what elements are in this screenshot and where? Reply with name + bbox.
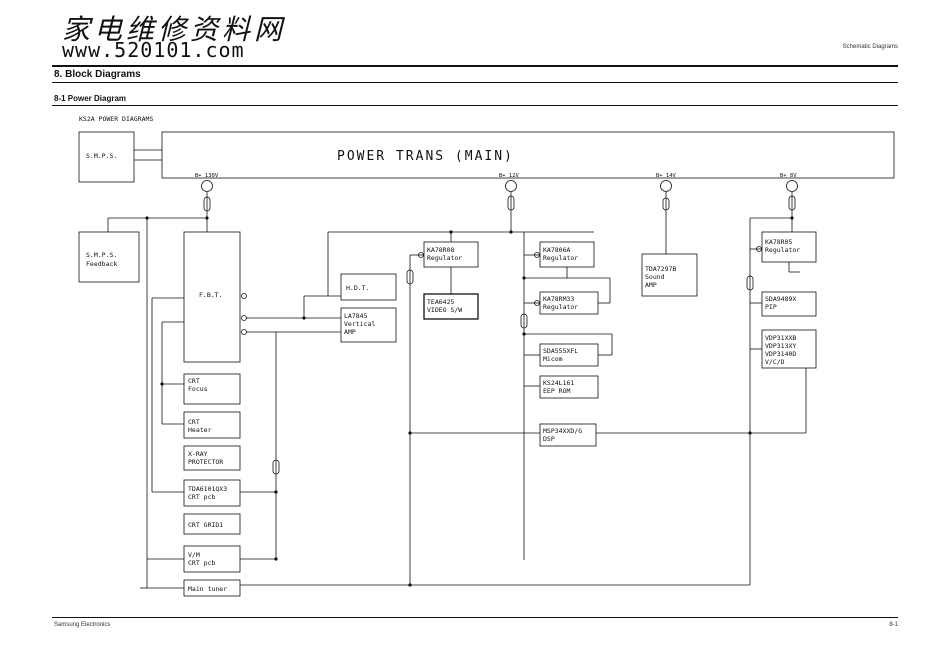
xray-label-1: X-RAY [188,450,208,458]
rail-8v-label: B+ 8V [780,173,797,179]
ka78r08-label-2: Regulator [427,254,462,262]
crt-grid-box [183,513,241,535]
footer-left-label: Samsung Electronics [54,622,111,628]
header-right-label: Schematic Diagrams [842,44,898,50]
smps-label: S.M.P.S. [86,152,117,160]
fbt-box [183,231,241,363]
tuner-label: Main tuner [188,585,227,593]
ka78r08-label-1: KA78R08 [427,246,454,254]
smps-feedback-box [78,231,140,283]
vdp-label-4: V/C/D [765,358,785,366]
subsection-rule [52,105,898,106]
rail-14v-terminal [660,180,672,192]
tda7297-box [641,253,698,297]
watermark-chinese: 家电维修资料网 [62,13,287,46]
vdp-label-1: VDP31XXB [765,334,796,342]
diagram-title: KS2A POWER DIAGRAMS [79,115,153,123]
tda7297-label-3: AMP [645,281,657,289]
tea6425-label-2: VIDEO S/W [427,306,462,314]
la7845-label-2: Vertical [344,320,375,328]
vm-label-2: CRT pcb [188,559,215,567]
crt-focus-box [183,373,241,405]
ka7806-label-1: KA7806A [543,246,570,254]
sda9489-box [761,291,817,317]
crt-grid-label: CRT GRID1 [188,521,223,529]
section-title: 8. Block Diagrams [54,69,141,80]
ks24-box [539,375,599,399]
rail-130v-label: B+ 130V [195,173,219,179]
la7845-label-1: LA7845 [344,312,368,320]
ka78r05-label-2: Regulator [765,246,800,254]
ks24-label-1: KS24L161 [543,379,574,387]
ka78rm33-label-2: Regulator [543,303,578,311]
vdp-label-3: VDP3140D [765,350,796,358]
vdp-label-2: VDP313XY [765,342,796,350]
la7845-label-3: AMP [344,328,356,336]
tda6101-label-1: TDA6101QX3 [188,485,227,493]
crt-focus-label-1: CRT [188,377,200,385]
rail-12v-label: B+ 12V [499,173,520,179]
crt-heater-label-2: Heater [188,426,212,434]
ka7806-label-2: Regulator [543,254,578,262]
sda9489-label-2: PIP [765,303,777,311]
ka78rm33-label-1: KA78RM33 [543,295,574,303]
tda6101-label-2: CRT pcb [188,493,215,501]
power-trans-box [161,131,895,179]
hdt-label: H.D.T. [346,284,369,292]
msp-box [539,423,597,447]
vm-label-1: V/M [188,551,200,559]
smps-box [78,131,135,183]
xray-label-2: PROTECTOR [188,458,223,466]
tda7297-label-2: Sound [645,273,665,281]
rail-130v-terminal [201,180,213,192]
subsection-title: 8-1 Power Diagram [54,94,127,103]
crt-heater-box [183,411,241,439]
smps-feedback-label-2: Feedback [86,260,117,268]
sda555-label-1: SDA555XFL [543,347,578,355]
power-trans-label: POWER TRANS (MAIN) [337,149,514,164]
header-rule [52,65,898,67]
msp-label-1: MSP34XXD/G [543,427,582,435]
ks24-label-2: EEP ROM [543,387,570,395]
crt-focus-label-2: Focus [188,385,208,393]
rail-14v-label: B+ 14V [656,173,677,179]
tda6101-box [183,479,241,507]
rail-12v-terminal [505,180,517,192]
footer-rule [52,617,898,618]
smps-feedback-label-1: S.M.P.S. [86,251,117,259]
watermark-url: www.520101.com [62,38,245,62]
sda555-label-2: Micom [543,355,563,363]
msp-label-2: DSP [543,435,555,443]
tda7297-label-1: TDA7297B [645,265,676,273]
ka78r05-label-1: KA78R05 [765,238,792,246]
footer-page-number: 8-1 [889,622,898,628]
tea6425-label-1: TEA6425 [427,298,454,306]
rail-8v-terminal [786,180,798,192]
fbt-label: F.B.T. [199,291,222,299]
hdt-box [340,273,397,301]
section-rule [52,82,898,83]
crt-heater-label-1: CRT [188,418,200,426]
la7845-box [340,307,397,343]
xray-box [183,445,241,471]
sda9489-label-1: SDA9489X [765,295,796,303]
